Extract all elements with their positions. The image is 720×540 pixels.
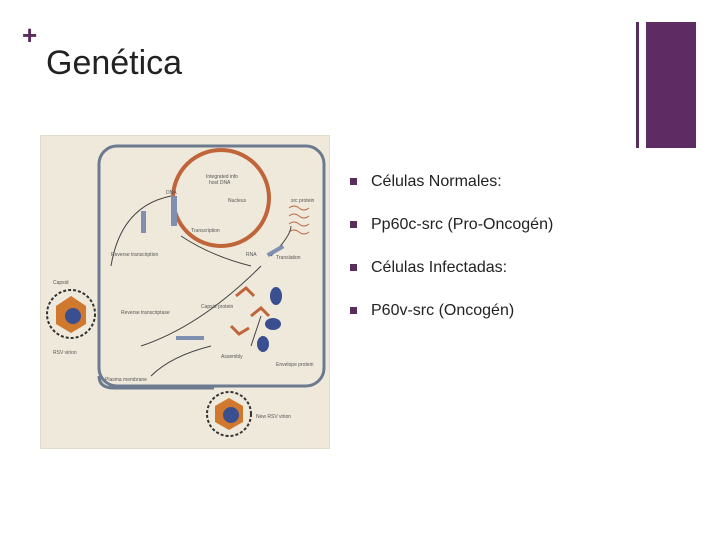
rna-strand-2 [176, 336, 204, 340]
bullet-text: Pp60c-src (Pro-Oncogén) [371, 215, 554, 233]
reverse-transcriptase-blobs [257, 287, 282, 352]
label-src-protein: src protein [291, 198, 315, 204]
rsv-virion-left [46, 289, 96, 339]
square-bullet-icon [350, 307, 357, 314]
label-plasma-membrane: Plasma membrane [105, 377, 147, 383]
label-transcription: Transcription [191, 228, 220, 234]
label-rna: RNA [246, 252, 257, 258]
new-rsv-virion [206, 391, 252, 437]
label-capsid: Capsid [53, 280, 69, 286]
dna-strand [171, 196, 177, 226]
slide-title: Genética [46, 44, 183, 82]
label-new-virion: New RSV virion [256, 414, 291, 420]
label-reverse-transcription: Reverse transcription [111, 252, 158, 258]
capsid-proteins [229, 285, 271, 336]
label-host-dna: host DNA [209, 180, 231, 186]
plus-icon: + [22, 20, 38, 50]
label-integrated: Integrated info [206, 174, 238, 180]
bullet-item: P60v-src (Oncogén) [350, 289, 680, 332]
decorative-block [646, 22, 696, 148]
lifecycle-diagram: Integrated info host DNA DNA Nucleus Tra… [46, 144, 326, 437]
cell-outline [97, 144, 326, 388]
square-bullet-icon [350, 264, 357, 271]
pathway-arrows [110, 195, 292, 377]
bullet-item: Pp60c-src (Pro-Oncogén) [350, 203, 680, 246]
dna-strand-2 [141, 211, 146, 233]
bullet-list: Células Normales: Pp60c-src (Pro-Oncogén… [350, 160, 680, 332]
decorative-line [636, 22, 639, 148]
label-reverse-transcriptase: Reverse transcriptase [121, 310, 170, 316]
label-envelope-protein: Envelope protein [276, 362, 314, 368]
src-protein-waves [288, 205, 310, 235]
virus-lifecycle-figure: Integrated info host DNA DNA Nucleus Tra… [40, 135, 330, 449]
bullet-text: Células Infectadas: [371, 258, 508, 276]
bullet-item: Células Infectadas: [350, 246, 680, 289]
label-assembly: Assembly [221, 354, 243, 360]
rna-strand [266, 244, 285, 257]
label-rsv-virion: RSV virion [53, 350, 77, 356]
bullet-text: P60v-src (Oncogén) [371, 301, 515, 319]
label-dna: DNA [166, 190, 177, 196]
bullet-text: Células Normales: [371, 172, 502, 190]
square-bullet-icon [350, 221, 357, 228]
label-capsid-protein: Capsid protein [201, 304, 233, 310]
bullet-item: Células Normales: [350, 160, 680, 203]
square-bullet-icon [350, 178, 357, 185]
nucleus [171, 148, 271, 248]
label-translation: Translation [276, 255, 301, 261]
label-nucleus: Nucleus [228, 198, 247, 204]
plasma-membrane [97, 375, 214, 390]
